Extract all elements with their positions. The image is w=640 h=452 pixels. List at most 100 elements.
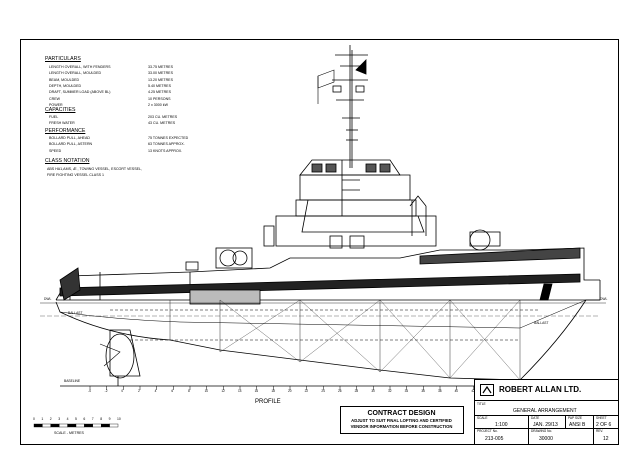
scale-bar-segment (84, 423, 94, 428)
bow-winch (469, 229, 491, 251)
spec-label: DRAFT, SUMMER LOAD (ABOVE BL) (49, 90, 111, 95)
contract-design-box: CONTRACT DESIGN ADJUST TO SUIT FINAL LOF… (340, 406, 464, 434)
spec-value: 10 PERSONS (148, 96, 171, 101)
scale-bar-segment (109, 423, 119, 428)
dwl-label: DWL (600, 297, 608, 301)
fender (59, 273, 581, 297)
contract-design-title: CONTRACT DESIGN (367, 410, 436, 417)
spec-label: POWER (49, 102, 63, 107)
title-cell: TITLE GENERAL ARRANGEMENT (474, 400, 619, 416)
title-value: GENERAL ARRANGEMENT (513, 408, 577, 414)
scale-value: 1:100 (495, 422, 508, 428)
company-name: ROBERT ALLAN LTD. (499, 385, 582, 394)
spec-value: 5.40 METRES (148, 83, 171, 88)
spec-value: 33.00 METRES (148, 71, 173, 76)
scale-tick-label: 5 (75, 417, 77, 421)
date-cell: DATE JAN. 29/13 (528, 415, 566, 429)
spec-label: FRESH WATER (49, 121, 75, 126)
ballast-label: BALLAST (68, 311, 83, 315)
scale-tick-label: 7 (91, 417, 94, 421)
frame-number: 28 (354, 389, 359, 393)
revision-label: REV. (596, 429, 604, 433)
drawing-border (20, 39, 619, 445)
spec-label: LENGTH OVERALL, WITH FENDERS (49, 65, 111, 69)
frame-number: 4 (154, 389, 157, 393)
capacities-heading: CAPACITIES (45, 107, 76, 113)
scale-cell: SCALE 1:100 (474, 415, 529, 429)
scale-bar-segment (59, 423, 68, 428)
frame-number: 10 (204, 389, 209, 393)
company-block: ROBERT ALLAN LTD. (474, 379, 619, 401)
frame-number: -2 (104, 389, 108, 393)
spec-value: 75 TONNES EXPECTED (148, 136, 189, 140)
frame-number: 26 (338, 389, 342, 393)
scale-bar-segment (100, 423, 110, 428)
project-cell: PROJECT No. 213-005 (474, 428, 529, 445)
frame-number: 30 (371, 389, 375, 393)
title-label: TITLE (477, 402, 486, 406)
frame-number: 38 (438, 389, 442, 393)
contract-design-note: ADJUST TO SUIT FINAL LOFTING AND CERTIFI… (351, 418, 452, 423)
spec-label: SPEED (49, 148, 62, 153)
drawing-number-cell: DRAWING No. 30000 (528, 428, 594, 445)
spec-label: DEPTH, MOULDED (49, 83, 82, 88)
frame-number: 20 (288, 389, 292, 393)
frame-number: 16 (254, 389, 259, 393)
spec-value: 63 TONNES APPROX. (148, 142, 185, 147)
contract-design-note: VENDOR INFORMATION BEFORE CONSTRUCTION (350, 424, 453, 429)
spec-label: FUEL (49, 115, 59, 119)
company-logo (480, 384, 494, 396)
frame-number: 2 (138, 389, 140, 393)
mast (332, 45, 368, 168)
spec-value: 43 CU. METRES (148, 121, 176, 126)
drawing-number-label: DRAWING No. (531, 429, 553, 433)
sheet-value: 2 OF 6 (596, 422, 612, 428)
class-notation-line: ABS HA1,AMS, Æ , TOWING VESSEL, ESCORT V… (47, 167, 142, 171)
frame-number: 6 (171, 389, 174, 393)
scale-bar-segment (42, 423, 52, 428)
spec-value: 203 CU. METRES (148, 115, 178, 119)
scale-tick-label: 2 (49, 417, 52, 421)
frame-number: 0 (121, 389, 124, 393)
frame-number: 18 (271, 389, 275, 393)
scale-bar-segment (67, 423, 77, 428)
sheet-label: SHEET (596, 416, 607, 420)
paper-size-label: PAP SIZE (568, 416, 583, 420)
frame-number: 24 (321, 389, 325, 393)
bollard (185, 261, 199, 271)
frame-number: 22 (304, 389, 309, 393)
frame-number: 14 (238, 389, 242, 393)
date-value: JAN. 29/13 (533, 422, 558, 428)
scale-tick-label: 6 (83, 417, 86, 421)
scale-tick-label: 0 (33, 417, 35, 421)
spec-value: 33.75 METRES (148, 65, 173, 69)
scale-bar-segment (50, 423, 60, 428)
scale-bar-segment (75, 423, 85, 428)
frame-number: -4 (88, 389, 91, 393)
drawing-number-value: 30000 (539, 436, 553, 442)
dwl-label: DWL (44, 297, 52, 301)
frame-number: 42 (471, 389, 475, 393)
frame-number: 8 (188, 389, 190, 393)
spec-label: BOLLARD PULL, AHEAD (49, 136, 90, 140)
ballast-label: BALLAST (534, 321, 549, 325)
spec-value: 13.20 METRES (148, 77, 173, 82)
scale-tick-label: 9 (108, 417, 111, 421)
frame-number: 40 (454, 389, 459, 393)
paper-size-value: ANSI B (569, 422, 586, 428)
scale-tick-label: 8 (100, 417, 103, 421)
scale-tick-label: 3 (58, 417, 61, 421)
scale-tick-label: 10 (117, 417, 121, 421)
scale-bar-segment (33, 423, 43, 428)
spec-value: 2 x 3000 kW (148, 102, 168, 107)
wheelhouse (275, 159, 437, 249)
performance-heading: PERFORMANCE (45, 128, 86, 134)
spec-label: CREW (49, 96, 60, 101)
hull (55, 299, 600, 381)
scale-tick-label: 4 (66, 417, 69, 421)
azimuth-thruster (99, 329, 141, 386)
scale-tick-label: 1 (41, 417, 44, 421)
paper-size-cell: PAP SIZE ANSI B (565, 415, 594, 429)
